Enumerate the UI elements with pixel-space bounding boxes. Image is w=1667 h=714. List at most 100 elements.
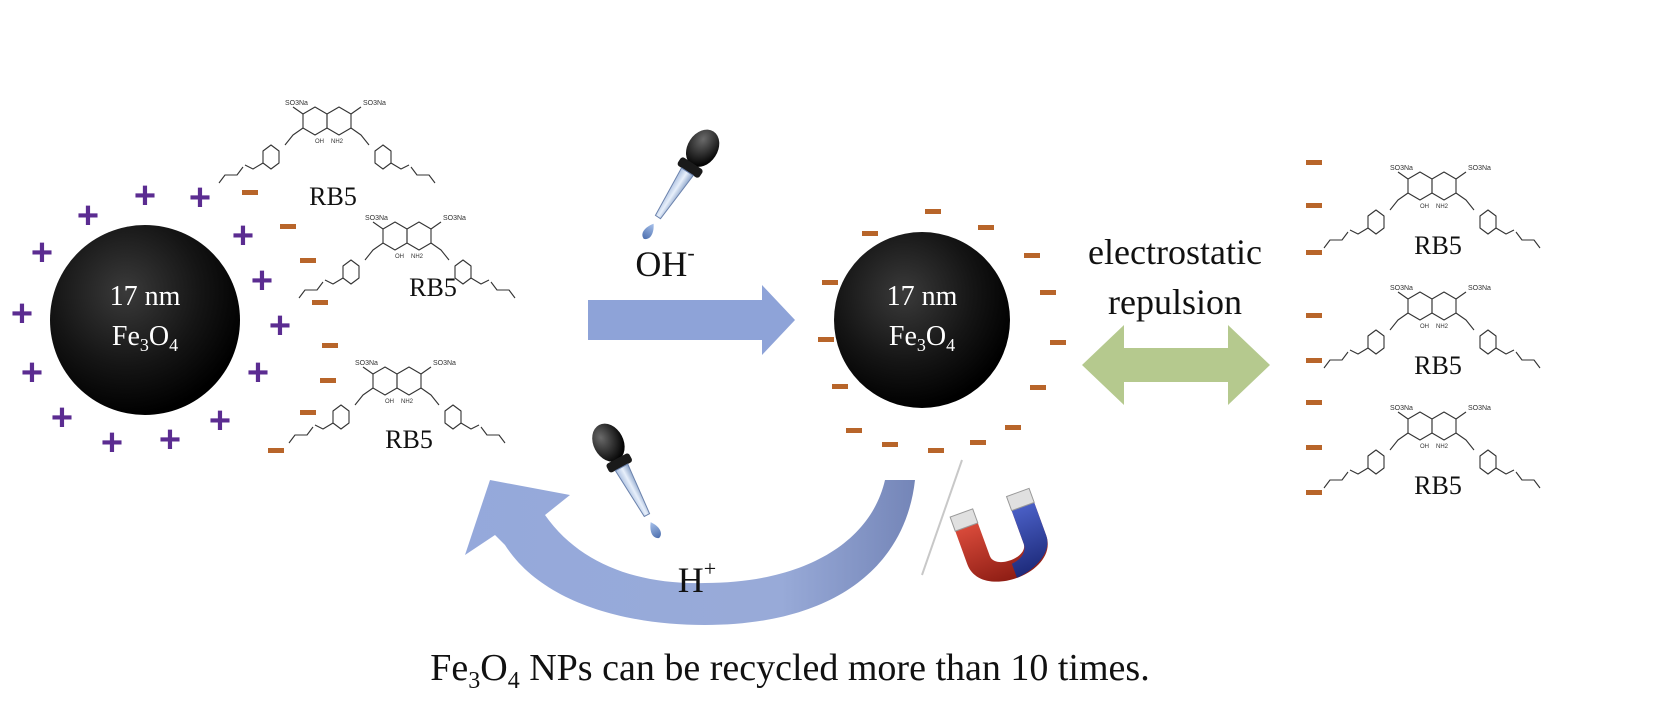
positive-charge: + bbox=[31, 232, 53, 274]
negative-charge bbox=[970, 440, 986, 445]
svg-text:NH2: NH2 bbox=[401, 399, 414, 405]
positive-charge: + bbox=[189, 177, 211, 219]
negative-charge bbox=[242, 190, 258, 195]
rb5-label: RB5 bbox=[1414, 471, 1462, 500]
svg-text:SO3Na: SO3Na bbox=[1390, 285, 1413, 292]
rb5-label: RB5 bbox=[1414, 351, 1462, 380]
free-dye-charges bbox=[1306, 160, 1322, 495]
positive-charges: + + + + + + + + + + + + + + bbox=[11, 175, 291, 464]
rb5-label: RB5 bbox=[309, 182, 357, 211]
negative-charge bbox=[846, 428, 862, 433]
rb5-label: RB5 bbox=[409, 273, 457, 302]
rb5-molecule: SO3Na SO3Na OH NH2 RB5 bbox=[288, 360, 506, 454]
svg-text:NH2: NH2 bbox=[331, 139, 344, 145]
svg-text:OH: OH bbox=[385, 399, 394, 405]
positive-charge: + bbox=[247, 352, 269, 394]
separator-line bbox=[921, 459, 963, 576]
svg-text:NH2: NH2 bbox=[1436, 324, 1449, 330]
magnet-icon bbox=[949, 487, 1048, 582]
left-formula: Fe3O4 bbox=[112, 321, 178, 355]
negative-charge bbox=[322, 343, 338, 348]
negative-charge bbox=[1306, 490, 1322, 495]
interaction-label: repulsion bbox=[1108, 282, 1242, 322]
interaction-label: electrostatic bbox=[1088, 232, 1262, 272]
positive-charge: + bbox=[269, 305, 291, 347]
svg-text:SO3Na: SO3Na bbox=[285, 100, 308, 107]
positive-charge: + bbox=[21, 352, 43, 394]
rb5-molecule: SO3Na SO3Na OH NH2 RB5 bbox=[1323, 165, 1541, 260]
svg-text:SO3Na: SO3Na bbox=[363, 100, 386, 107]
negative-charge bbox=[978, 225, 994, 230]
negative-charge bbox=[1306, 203, 1322, 208]
negative-charge bbox=[268, 448, 284, 453]
svg-text:SO3Na: SO3Na bbox=[443, 215, 466, 222]
caption: Fe3O4 NPs can be recycled more than 10 t… bbox=[430, 647, 1149, 694]
positive-charge: + bbox=[77, 195, 99, 237]
svg-text:NH2: NH2 bbox=[1436, 444, 1449, 450]
recycle-arrow bbox=[465, 480, 915, 625]
negative-charge bbox=[312, 300, 328, 305]
positive-charge: + bbox=[251, 260, 273, 302]
negative-charge bbox=[925, 209, 941, 214]
negative-charge bbox=[1306, 358, 1322, 363]
negative-charge bbox=[1050, 340, 1066, 345]
surface-negative-charges bbox=[818, 209, 1066, 453]
left-size-label: 17 nm bbox=[110, 281, 181, 312]
negative-charge bbox=[862, 231, 878, 236]
svg-text:OH: OH bbox=[395, 254, 404, 260]
negative-charge bbox=[1306, 445, 1322, 450]
left-nanoparticle: 17 nm Fe3O4 bbox=[50, 225, 240, 415]
right-formula: Fe3O4 bbox=[889, 321, 955, 355]
positive-charge: + bbox=[232, 215, 254, 257]
positive-charge: + bbox=[11, 293, 33, 335]
adsorbed-dye-charges bbox=[242, 190, 338, 453]
rb5-molecule: SO3Na SO3Na OH NH2 RB5 bbox=[1323, 285, 1541, 380]
positive-charge: + bbox=[101, 422, 123, 464]
svg-text:SO3Na: SO3Na bbox=[365, 215, 388, 222]
svg-text:SO3Na: SO3Na bbox=[1468, 405, 1491, 412]
forward-arrow bbox=[588, 285, 795, 355]
negative-charge bbox=[1005, 425, 1021, 430]
rb5-molecule: SO3Na SO3Na OH NH2 RB5 bbox=[218, 100, 436, 211]
negative-charge bbox=[1030, 385, 1046, 390]
rb5-molecule: SO3Na SO3Na OH NH2 RB5 bbox=[1323, 405, 1541, 500]
svg-text:SO3Na: SO3Na bbox=[1390, 405, 1413, 412]
svg-text:NH2: NH2 bbox=[1436, 204, 1449, 210]
negative-charge bbox=[1306, 160, 1322, 165]
right-size-label: 17 nm bbox=[887, 281, 958, 312]
negative-charge bbox=[280, 224, 296, 229]
negative-charge bbox=[882, 442, 898, 447]
negative-charge bbox=[832, 384, 848, 389]
negative-charge bbox=[822, 280, 838, 285]
svg-text:SO3Na: SO3Na bbox=[355, 360, 378, 367]
negative-charge bbox=[1040, 290, 1056, 295]
svg-text:NH2: NH2 bbox=[411, 254, 424, 260]
rb5-label: RB5 bbox=[1414, 231, 1462, 260]
svg-text:OH: OH bbox=[1420, 444, 1429, 450]
positive-charge: + bbox=[51, 397, 73, 439]
negative-charge bbox=[300, 258, 316, 263]
positive-charge: + bbox=[209, 400, 231, 442]
svg-text:OH: OH bbox=[315, 139, 324, 145]
repulsion-arrow bbox=[1082, 325, 1270, 405]
rb5-label: RB5 bbox=[385, 425, 433, 454]
negative-charge bbox=[1306, 400, 1322, 405]
positive-charge: + bbox=[159, 419, 181, 461]
negative-charge bbox=[928, 448, 944, 453]
negative-charge bbox=[1024, 253, 1040, 258]
svg-text:SO3Na: SO3Na bbox=[1468, 285, 1491, 292]
negative-charge bbox=[300, 410, 316, 415]
svg-text:SO3Na: SO3Na bbox=[433, 360, 456, 367]
negative-charge bbox=[1306, 313, 1322, 318]
acid-reagent-label: H+ bbox=[678, 556, 716, 600]
svg-text:SO3Na: SO3Na bbox=[1390, 165, 1413, 172]
svg-text:OH: OH bbox=[1420, 204, 1429, 210]
positive-charge: + bbox=[134, 175, 156, 217]
negative-charge bbox=[320, 378, 336, 383]
base-reagent-label: OH- bbox=[635, 240, 694, 284]
rb5-molecule: SO3Na SO3Na OH NH2 RB5 bbox=[298, 215, 516, 302]
dropper-icon bbox=[642, 129, 720, 240]
dropper-icon bbox=[592, 423, 661, 539]
right-nanoparticle: 17 nm Fe3O4 bbox=[834, 232, 1010, 408]
